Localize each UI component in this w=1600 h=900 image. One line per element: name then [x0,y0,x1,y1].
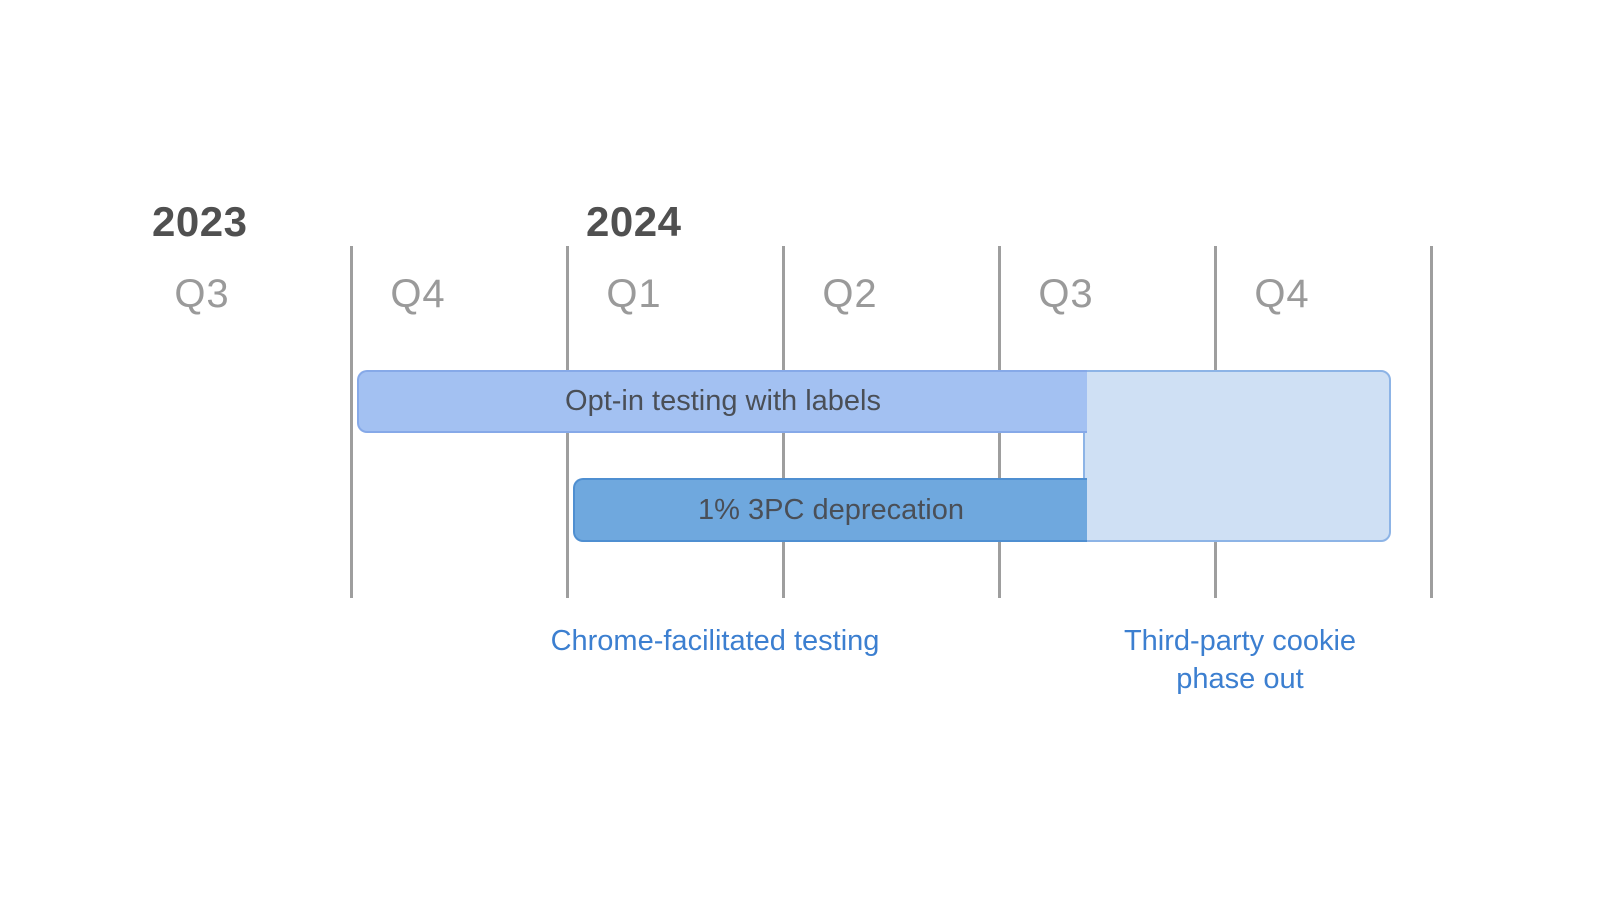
quarter-label-2024-q4: Q4 [1254,272,1310,316]
quarter-label-2024-q2: Q2 [822,272,878,316]
optin-testing-bar: Opt-in testing with labels [357,370,1087,433]
quarter-label-2023-q3: Q3 [174,272,230,316]
deprecation-label: 1% 3PC deprecation [698,493,964,526]
quarter-divider [1430,246,1433,598]
year-label-2023: 2023 [152,198,248,245]
phaseout-block [1083,370,1391,542]
cookie-phaseout-caption-line1: Third-party cookie [1123,625,1357,657]
deprecation-bar: 1% 3PC deprecation [573,478,1087,542]
quarter-label-2024-q1: Q1 [606,272,662,316]
quarter-label-2023-q4: Q4 [390,272,446,316]
quarter-label-2024-q3: Q3 [1038,272,1094,316]
optin-testing-label: Opt-in testing with labels [565,385,881,417]
year-label-2024: 2024 [586,198,682,245]
chrome-facilitated-testing-caption: Chrome-facilitated testing [550,625,880,657]
cookie-phaseout-caption: Third-party cookie phase out [1080,622,1400,698]
cookie-phaseout-caption-line2: phase out [1176,663,1304,695]
quarter-divider [350,246,353,598]
